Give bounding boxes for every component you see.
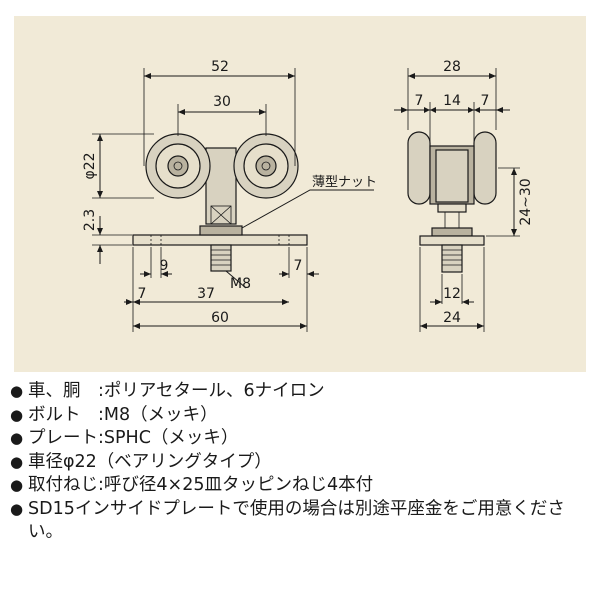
side-bolt [441,244,463,273]
side-thin-nut [431,227,473,237]
technical-drawing-panel: 52 30 φ22 2.3 薄型ナット 9 7 M8 7 37 60 [14,16,586,372]
dim-side-12: 12 [443,286,461,302]
front-thin-nut [199,225,243,236]
thin-nut-label: 薄型ナット [312,175,377,190]
spec-text: 取付ねじ:呼び径4×25皿タッピンねじ4本付 [28,475,374,495]
front-bolt [210,244,232,272]
spec-text: SD15インサイドプレートで使用の場合は別途平座金をご用意ください。 [28,498,565,543]
dim-front-7-left: 7 [138,286,147,302]
bullet-icon: ● [10,382,24,400]
dim-front-60: 60 [211,310,229,326]
dim-side-24-30: 24∼30 [518,178,534,225]
dim-side-7-right: 7 [481,93,490,109]
bolt-m8-label: M8 [230,276,251,292]
dim-side-7-left: 7 [415,93,424,109]
front-view: 52 30 φ22 2.3 薄型ナット 9 7 M8 7 37 60 [82,59,377,332]
dim-side-28: 28 [443,59,461,75]
side-wheel-right [473,131,497,205]
dim-front-9: 9 [160,258,169,274]
spec-item-screws: ●取付ねじ:呼び径4×25皿タッピンねじ4本付 [10,474,590,498]
bullet-icon: ● [10,476,24,494]
side-plate [419,235,485,246]
front-wheel-left [145,133,211,199]
dim-front-7-right: 7 [294,258,303,274]
dim-front-phi22: φ22 [82,152,98,179]
spec-item-material: ●車、胴 :ポリアセタール、6ナイロン [10,380,590,404]
front-plate [132,234,308,246]
dim-side-14: 14 [443,93,461,109]
bullet-icon: ● [10,429,24,447]
bullet-icon: ● [10,405,24,424]
dim-front-2-3: 2.3 [82,209,98,231]
spec-text: 車径φ22（ベアリングタイプ） [28,451,272,472]
side-view: 28 7 14 7 24∼30 12 24 [394,59,534,332]
spec-item-plate: ●プレート:SPHC（メッキ） [10,427,590,451]
spec-text: ボルト :M8（メッキ） [28,404,218,425]
dim-front-52: 52 [211,59,229,75]
spec-item-bolt: ●ボルト :M8（メッキ） [10,404,590,428]
front-body-mark [210,205,232,225]
bullet-icon: ● [10,499,24,518]
spec-list: ●車、胴 :ポリアセタール、6ナイロン ●ボルト :M8（メッキ） ●プレート:… [10,380,590,545]
front-wheel-right [233,133,299,199]
dim-front-30: 30 [213,94,231,110]
dim-side-24: 24 [443,310,461,326]
spec-item-wheel-diameter: ●車径φ22（ベアリングタイプ） [10,451,590,475]
bullet-icon: ● [10,452,24,471]
spec-text: 車、胴 :ポリアセタール、6ナイロン [28,381,325,401]
front-hanger-body [205,147,237,225]
spec-text: プレート:SPHC（メッキ） [28,428,239,448]
technical-drawing: 52 30 φ22 2.3 薄型ナット 9 7 M8 7 37 60 [82,59,534,332]
dim-front-37: 37 [197,286,215,302]
side-wheel-left [407,131,431,205]
spec-item-note: ●SD15インサイドプレートで使用の場合は別途平座金をご用意ください。 [10,498,590,545]
